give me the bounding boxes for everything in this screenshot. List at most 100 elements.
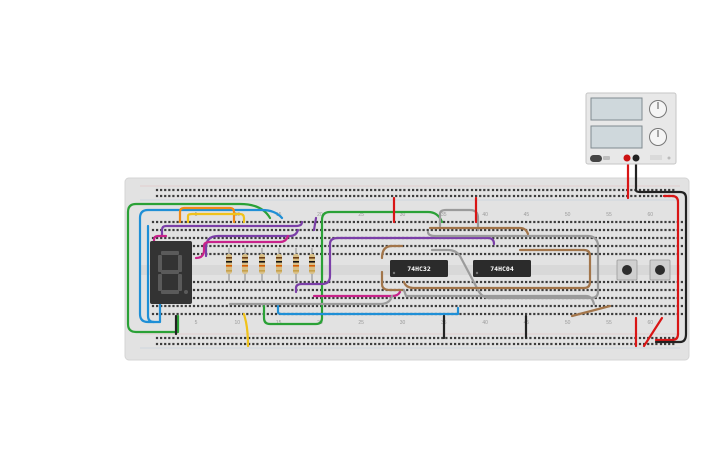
breadboard-hole[interactable]: [185, 188, 188, 192]
breadboard-hole[interactable]: [266, 228, 269, 232]
breadboard-hole[interactable]: [659, 342, 663, 346]
breadboard-hole[interactable]: [397, 304, 401, 308]
breadboard-hole[interactable]: [487, 194, 490, 198]
breadboard-hole[interactable]: [627, 280, 630, 284]
breadboard-hole[interactable]: [201, 296, 204, 300]
breadboard-hole[interactable]: [504, 228, 507, 232]
breadboard-hole[interactable]: [471, 288, 474, 292]
breadboard-hole[interactable]: [598, 252, 601, 256]
breadboard-hole[interactable]: [373, 288, 376, 292]
breadboard-hole[interactable]: [664, 252, 667, 256]
breadboard-hole[interactable]: [545, 312, 548, 316]
breadboard-hole[interactable]: [643, 236, 647, 240]
breadboard-hole[interactable]: [205, 296, 208, 300]
breadboard-hole[interactable]: [575, 336, 579, 340]
breadboard-hole[interactable]: [437, 336, 440, 340]
breadboard-hole[interactable]: [492, 288, 495, 292]
breadboard-hole[interactable]: [352, 304, 355, 308]
breadboard-hole[interactable]: [484, 304, 487, 308]
breadboard-hole[interactable]: [298, 342, 301, 346]
breadboard-hole[interactable]: [176, 312, 179, 316]
breadboard-hole[interactable]: [541, 312, 544, 316]
breadboard-hole[interactable]: [307, 236, 310, 240]
breadboard-hole[interactable]: [185, 342, 188, 346]
breadboard-hole[interactable]: [541, 280, 544, 284]
breadboard-hole[interactable]: [324, 296, 327, 300]
breadboard-hole[interactable]: [615, 228, 618, 232]
breadboard-hole[interactable]: [155, 188, 159, 192]
breadboard-hole[interactable]: [299, 288, 302, 292]
breadboard-hole[interactable]: [344, 280, 347, 284]
breadboard-hole[interactable]: [631, 296, 634, 300]
breadboard-hole[interactable]: [225, 288, 228, 292]
breadboard-hole[interactable]: [217, 296, 220, 300]
breadboard-hole[interactable]: [459, 280, 462, 284]
breadboard-hole[interactable]: [258, 220, 261, 224]
breadboard-hole[interactable]: [266, 252, 269, 256]
breadboard-hole[interactable]: [151, 236, 155, 240]
breadboard-hole[interactable]: [202, 336, 205, 340]
breadboard-hole[interactable]: [238, 252, 241, 256]
breadboard-hole[interactable]: [233, 304, 237, 308]
breadboard-hole[interactable]: [206, 194, 209, 198]
breadboard-hole[interactable]: [578, 220, 581, 224]
breadboard-hole[interactable]: [206, 188, 209, 192]
breadboard-hole[interactable]: [365, 244, 368, 248]
breadboard-hole[interactable]: [201, 244, 204, 248]
breadboard-hole[interactable]: [627, 312, 630, 316]
breadboard-hole[interactable]: [428, 194, 432, 198]
breadboard-hole[interactable]: [307, 304, 310, 308]
breadboard-hole[interactable]: [283, 220, 286, 224]
breadboard-hole[interactable]: [254, 288, 257, 292]
breadboard-hole[interactable]: [193, 194, 196, 198]
breadboard-hole[interactable]: [529, 252, 532, 256]
breadboard-hole[interactable]: [492, 252, 495, 256]
breadboard-hole[interactable]: [389, 304, 392, 308]
breadboard-hole[interactable]: [559, 336, 562, 340]
breadboard-hole[interactable]: [496, 220, 499, 224]
breadboard-hole[interactable]: [672, 280, 675, 284]
breadboard-hole[interactable]: [680, 244, 683, 248]
breadboard-hole[interactable]: [430, 228, 433, 232]
breadboard-hole[interactable]: [369, 280, 372, 284]
breadboard-hole[interactable]: [590, 304, 593, 308]
breadboard-hole[interactable]: [566, 304, 569, 308]
breadboard-hole[interactable]: [377, 252, 380, 256]
breadboard-hole[interactable]: [414, 244, 417, 248]
breadboard-hole[interactable]: [471, 304, 474, 308]
breadboard-hole[interactable]: [437, 188, 440, 192]
breadboard-hole[interactable]: [217, 228, 220, 232]
breadboard-hole[interactable]: [622, 336, 625, 340]
breadboard-hole[interactable]: [377, 296, 380, 300]
breadboard-hole[interactable]: [349, 188, 352, 192]
breadboard-hole[interactable]: [227, 336, 230, 340]
breadboard-hole[interactable]: [418, 244, 421, 248]
breadboard-hole[interactable]: [340, 194, 343, 198]
breadboard-hole[interactable]: [201, 312, 204, 316]
breadboard-hole[interactable]: [561, 228, 565, 232]
breadboard-hole[interactable]: [385, 252, 388, 256]
breadboard-hole[interactable]: [344, 296, 347, 300]
breadboard-hole[interactable]: [340, 252, 343, 256]
breadboard-hole[interactable]: [254, 252, 257, 256]
breadboard-hole[interactable]: [262, 244, 265, 248]
breadboard-hole[interactable]: [352, 228, 355, 232]
breadboard-hole[interactable]: [635, 228, 638, 232]
breadboard-hole[interactable]: [378, 342, 381, 346]
breadboard-hole[interactable]: [324, 304, 327, 308]
breadboard-hole[interactable]: [541, 228, 544, 232]
breadboard-hole[interactable]: [287, 288, 290, 292]
breadboard-hole[interactable]: [631, 304, 634, 308]
breadboard-hole[interactable]: [302, 342, 306, 346]
breadboard-hole[interactable]: [270, 220, 273, 224]
breadboard-hole[interactable]: [598, 220, 601, 224]
breadboard-hole[interactable]: [235, 188, 238, 192]
breadboard-hole[interactable]: [213, 236, 216, 240]
breadboard-hole[interactable]: [344, 252, 347, 256]
breadboard-hole[interactable]: [635, 252, 638, 256]
breadboard-hole[interactable]: [639, 228, 642, 232]
breadboard-hole[interactable]: [403, 194, 406, 198]
wire-purple[interactable]: [160, 220, 304, 238]
breadboard-hole[interactable]: [424, 336, 427, 340]
breadboard-hole[interactable]: [630, 342, 633, 346]
